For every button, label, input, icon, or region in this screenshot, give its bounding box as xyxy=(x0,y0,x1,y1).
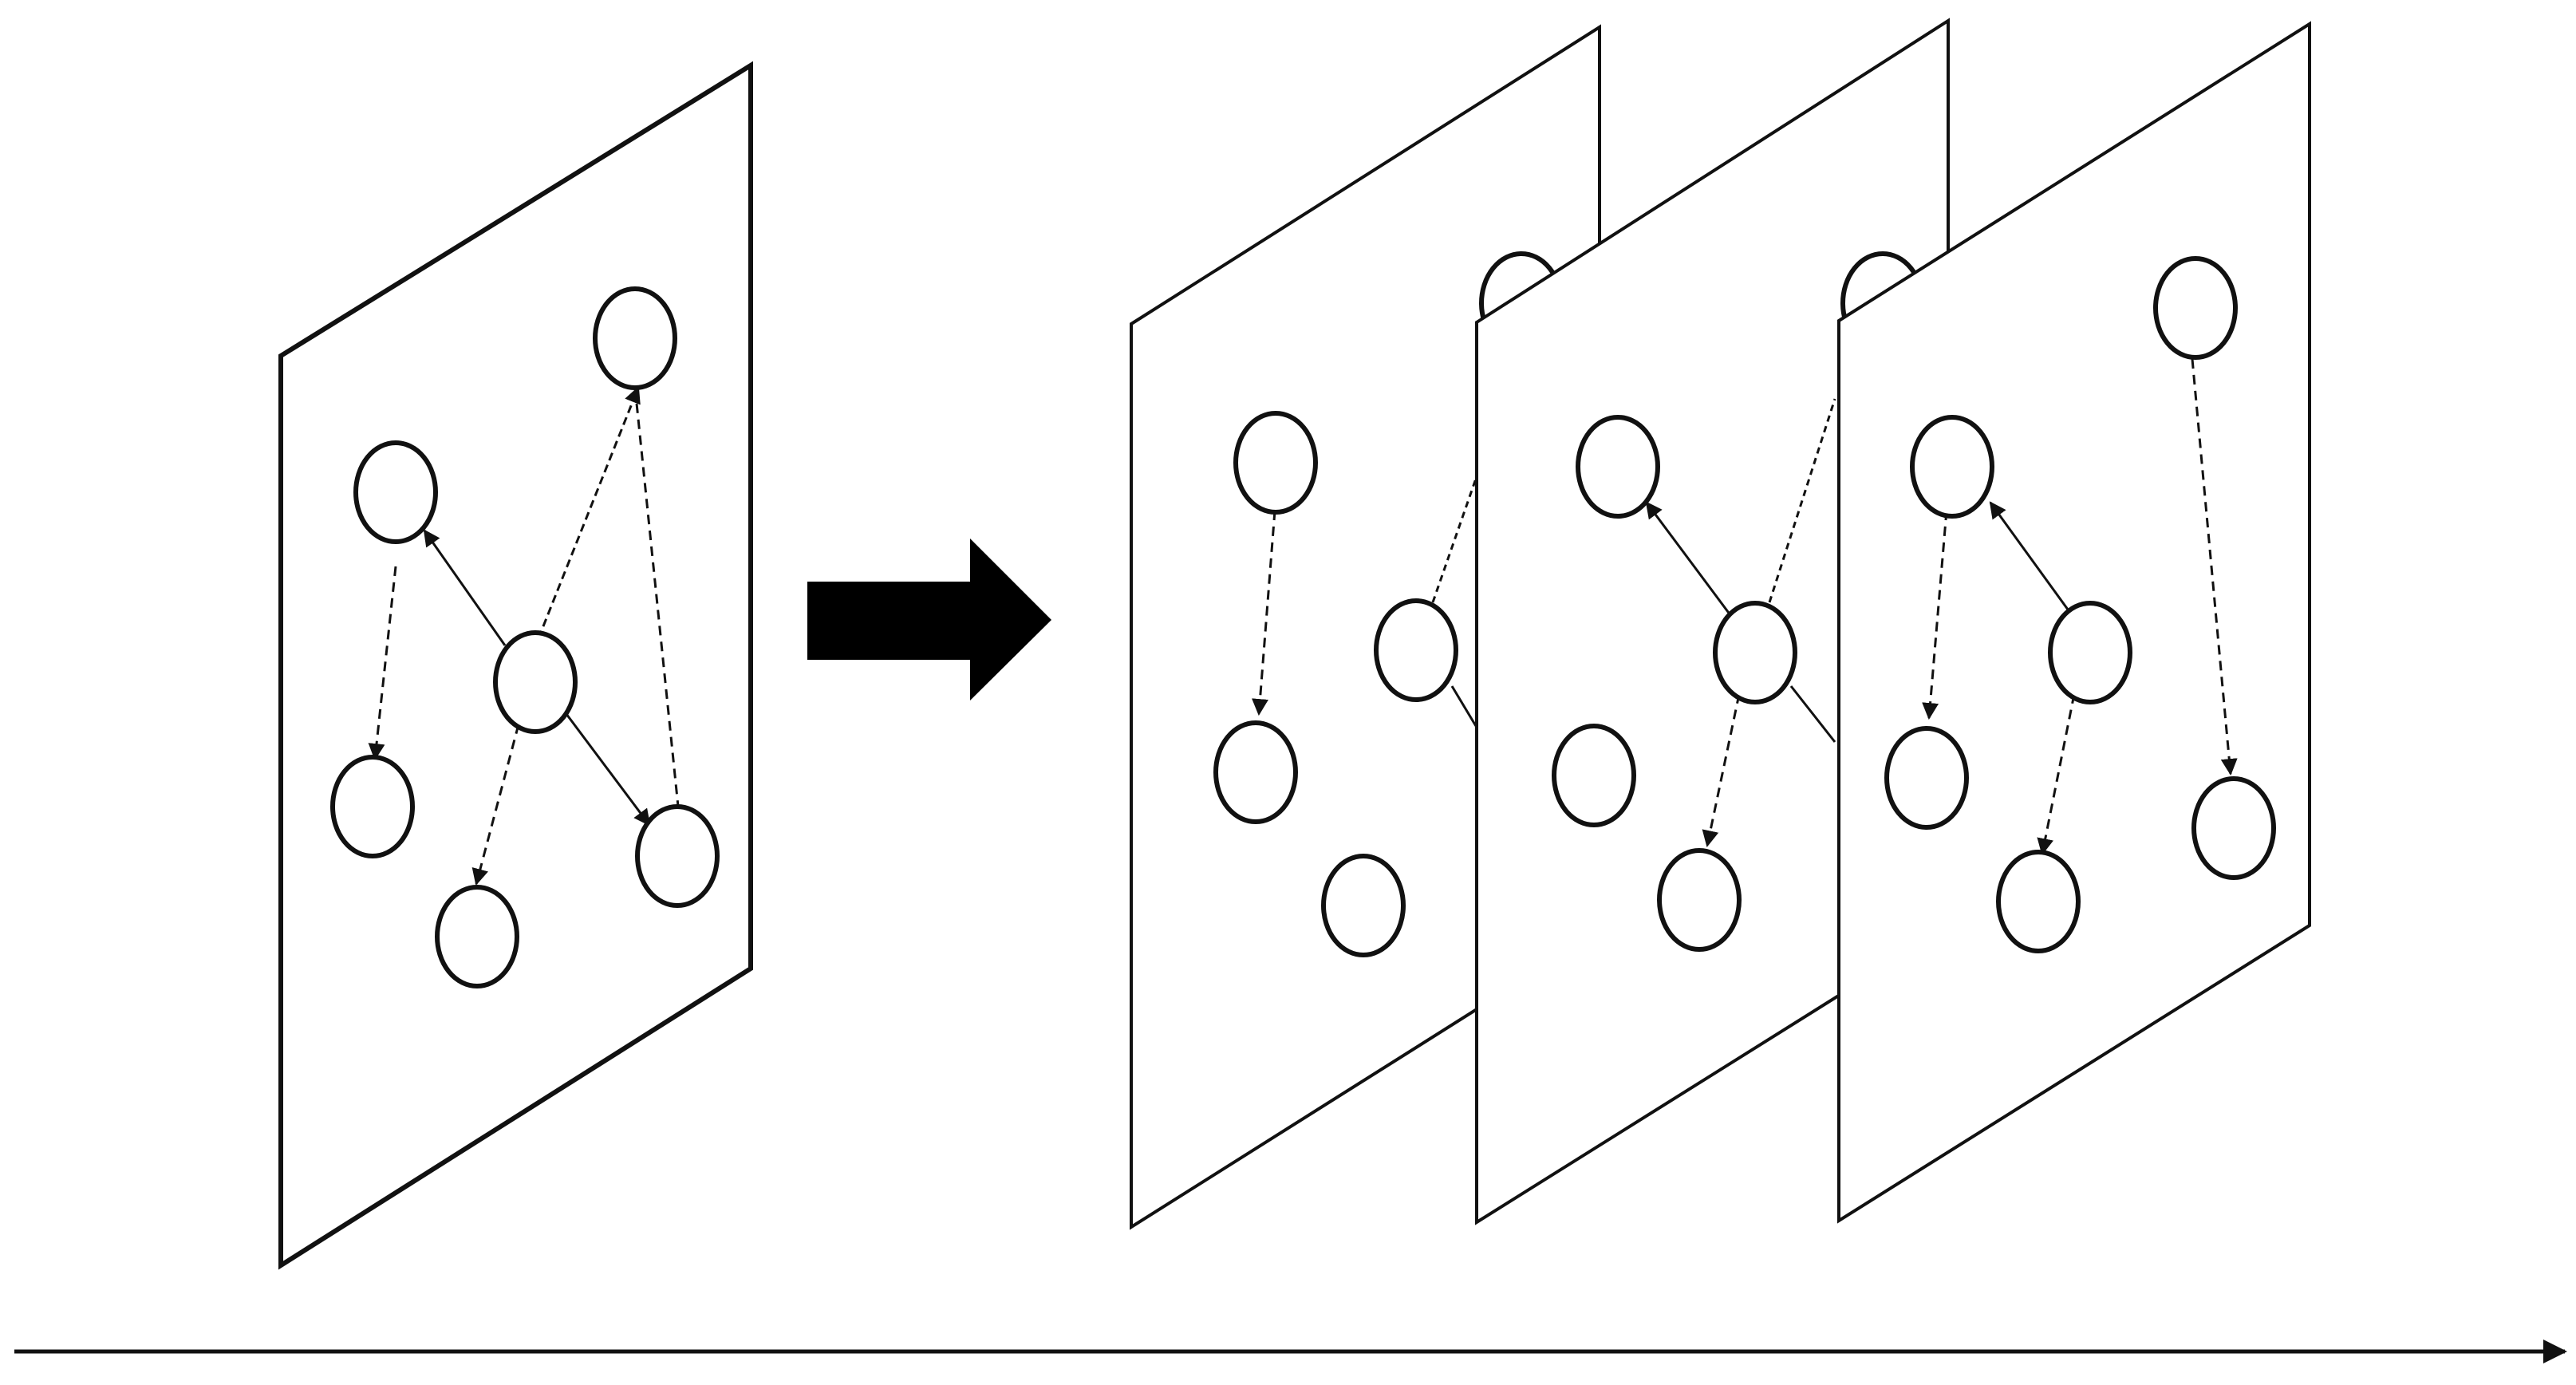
node-a xyxy=(353,440,438,544)
source-edges xyxy=(368,386,687,886)
s1-edge-c-f xyxy=(1450,685,1477,727)
s3-node-e xyxy=(1996,850,2081,953)
edge-c-a xyxy=(423,529,507,646)
snapshot-plane-3 xyxy=(1837,21,2311,1224)
s3-node-f xyxy=(2191,776,2276,880)
transform-arrow xyxy=(807,539,1051,700)
s1-edge-a-d xyxy=(1252,510,1276,716)
s1-node-e xyxy=(1321,854,1406,957)
s3-node-b xyxy=(2153,256,2238,360)
edge-c-b xyxy=(537,386,641,639)
s3-node-a xyxy=(1910,415,1994,519)
edge-c-e xyxy=(471,724,520,886)
s3-edge-c-e xyxy=(2037,693,2076,856)
s2-node-c xyxy=(1713,601,1797,704)
node-c xyxy=(493,630,578,734)
edge-a-d xyxy=(368,566,397,761)
node-f xyxy=(635,804,720,908)
edge-b-f xyxy=(633,387,687,824)
s2-edge-c-b xyxy=(1768,398,1836,603)
node-b xyxy=(593,286,677,390)
s2-node-d xyxy=(1552,724,1636,827)
s3-edge-c-a xyxy=(1989,501,2076,619)
s3-node-c xyxy=(2048,601,2132,704)
node-d xyxy=(330,755,415,858)
s2-node-e xyxy=(1657,848,1742,952)
s1-node-d xyxy=(1213,720,1298,824)
s2-edge-c-f xyxy=(1789,685,1836,743)
source-graph-plane xyxy=(278,61,753,1270)
s1-node-c xyxy=(1374,598,1458,702)
s2-node-a xyxy=(1576,415,1660,519)
s3-node-d xyxy=(1884,726,1969,830)
s2-edge-c-e xyxy=(1702,693,1741,848)
s3-edge-a-d xyxy=(1922,510,1948,720)
node-e xyxy=(435,885,519,988)
s1-node-a xyxy=(1233,411,1318,515)
s2-edge-c-a xyxy=(1645,501,1734,619)
s3-edge-b-f xyxy=(2191,358,2238,776)
source-nodes xyxy=(330,286,720,988)
edge-c-f xyxy=(565,713,651,827)
